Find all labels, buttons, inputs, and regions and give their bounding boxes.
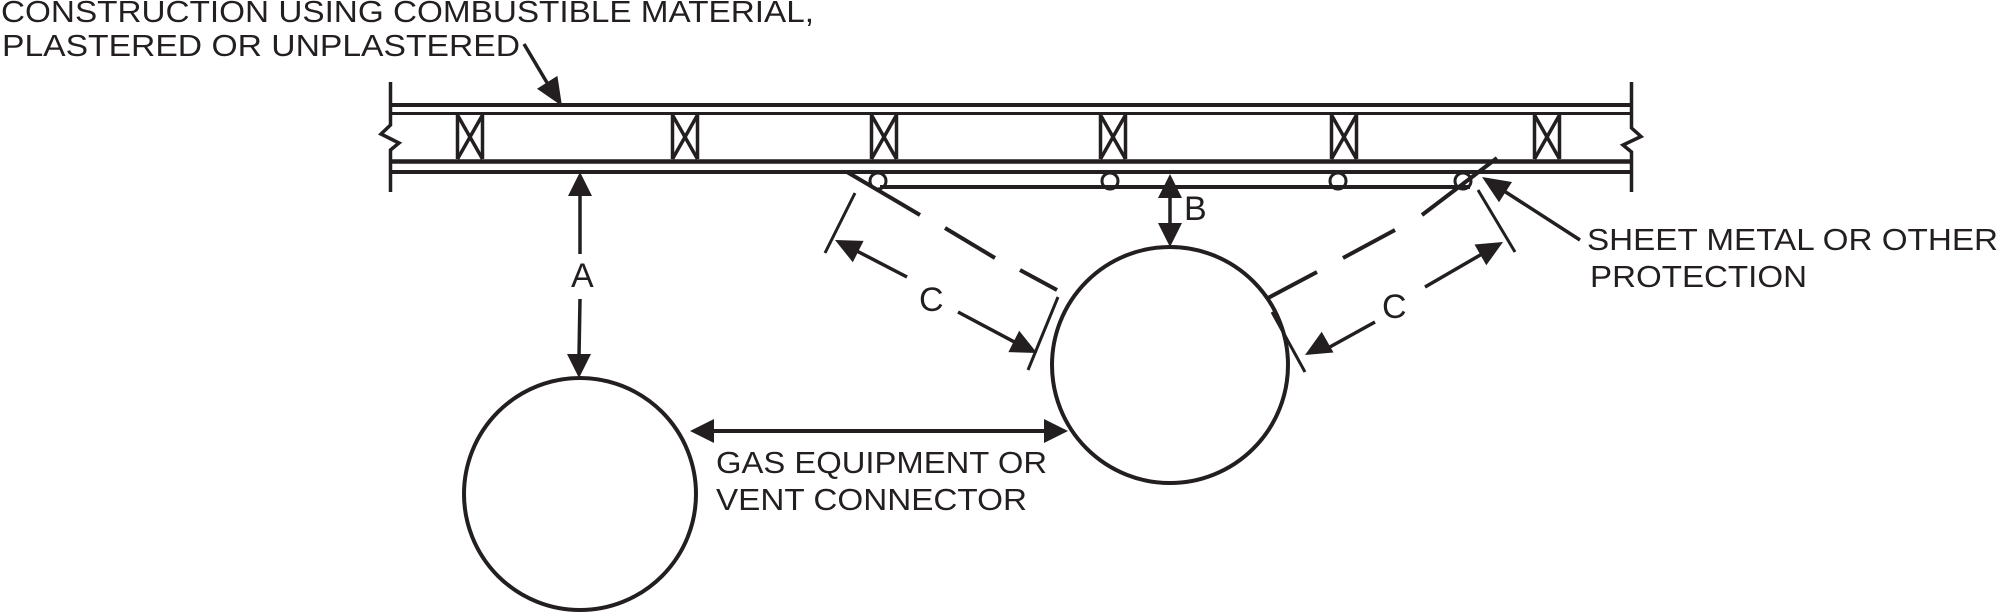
equipment-arrowhead-right [1044, 419, 1068, 443]
sheet-metal-leader-arrowhead [1482, 177, 1512, 203]
dimension-c-right: C [1270, 189, 1517, 373]
equipment-callout: GAS EQUIPMENT OR VENT CONNECTOR [690, 419, 1068, 517]
construction-leader-arrowhead [537, 75, 562, 106]
joist-3 [869, 114, 899, 160]
dim-c-left-label: C [919, 281, 944, 319]
dim-c-left-tick-upper [823, 192, 857, 254]
dim-a-shaft-lower [577, 298, 582, 357]
dim-c-left-arrowhead-up [835, 240, 864, 263]
construction-callout: CONSTRUCTION USING COMBUSTIBLE MATERIAL,… [1, 0, 814, 106]
equipment-label-line1: GAS EQUIPMENT OR [716, 445, 1047, 480]
dimension-b: B [1158, 174, 1207, 247]
construction-label-line1: CONSTRUCTION USING COMBUSTIBLE MATERIAL, [1, 0, 814, 29]
dim-c-right-arrowhead-up [1474, 242, 1503, 266]
sheet-metal-protection [845, 156, 1499, 300]
dim-c-left-arrowhead-down [1008, 330, 1037, 353]
dim-b-arrowhead-up [1158, 174, 1182, 198]
right-break-line [1619, 82, 1645, 192]
joist-2 [670, 114, 700, 160]
construction-leader-line [522, 43, 551, 87]
dim-c-right-tick-upper [1476, 189, 1517, 253]
right-vent-connector-circle [1050, 245, 1290, 485]
dim-c-right-label: C [1382, 288, 1407, 326]
dim-c-left-tick-lower [1026, 296, 1060, 371]
equipment-label-line2: VENT CONNECTOR [716, 482, 1027, 517]
joist-6 [1532, 114, 1562, 160]
dim-c-right-shaft-upper [1424, 252, 1483, 289]
left-edge-dashed-projection [845, 170, 1058, 292]
joist-1 [455, 114, 485, 160]
dim-a-arrowhead-up [568, 172, 592, 196]
combustible-ceiling-assembly [377, 82, 1645, 192]
sheet-metal-callout: SHEET METAL OR OTHER PROTECTION [1482, 177, 1998, 294]
left-break-line [377, 82, 403, 192]
left-vent-connector-circle [462, 376, 698, 612]
sheet-metal-label-line2: PROTECTION [1590, 259, 1807, 294]
sheet-metal-leader-line [1500, 187, 1581, 242]
construction-label-line2: PLASTERED OR UNPLASTERED [2, 28, 520, 63]
dimension-a: A [567, 172, 594, 378]
dimension-c-left: C [823, 192, 1060, 371]
sheet-metal-label-line1: SHEET METAL OR OTHER [1587, 222, 1998, 257]
equipment-arrowhead-left [690, 419, 714, 443]
dim-b-arrowhead-down [1158, 223, 1182, 247]
dim-a-label: A [571, 257, 594, 295]
dim-a-arrowhead-down [567, 354, 591, 378]
right-edge-dashed-projection [1267, 156, 1499, 300]
dim-c-right-arrowhead-down [1305, 331, 1334, 355]
dim-c-left-shaft-lower [957, 310, 1021, 347]
dim-c-right-tick-lower [1270, 311, 1307, 373]
dim-c-right-shaft-lower [1327, 320, 1376, 350]
joist-4 [1098, 114, 1128, 160]
dim-b-label: B [1184, 190, 1207, 228]
joist-5 [1329, 114, 1359, 160]
dim-c-left-shaft-upper [852, 247, 908, 279]
